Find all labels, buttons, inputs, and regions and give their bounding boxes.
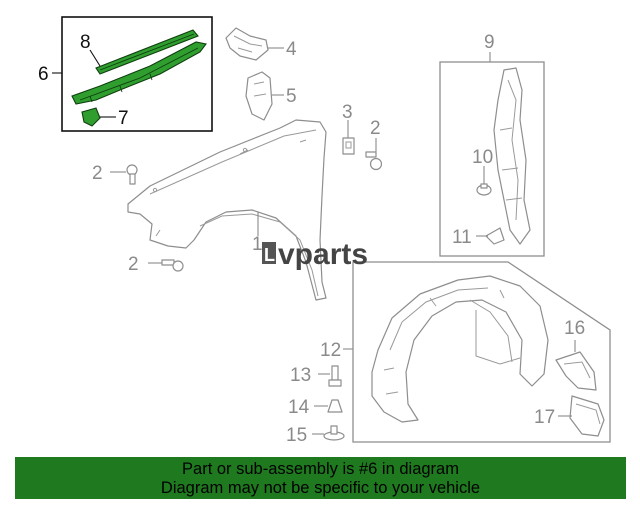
callout-14[interactable]: 14 xyxy=(288,397,310,418)
part-3-clip-plate[interactable] xyxy=(342,137,355,155)
part-6-fender-rail[interactable] xyxy=(71,41,207,105)
callout-13[interactable]: 13 xyxy=(290,365,311,386)
callout-17[interactable]: 17 xyxy=(534,407,555,428)
info-banner: Part or sub-assembly is #6 in diagram Di… xyxy=(15,457,626,499)
callout-1[interactable]: 1 xyxy=(252,234,263,255)
callout-2a[interactable]: 2 xyxy=(92,163,103,184)
part-9-pillar-bracket[interactable] xyxy=(493,67,531,245)
part-11-clip[interactable] xyxy=(485,227,505,245)
watermark-brand: vparts xyxy=(278,238,368,271)
callout-12[interactable]: 12 xyxy=(320,340,341,361)
part-2-bolt-lower[interactable] xyxy=(161,259,184,272)
callout-4[interactable]: 4 xyxy=(286,39,297,60)
part-14-clip[interactable] xyxy=(327,399,343,413)
part-16-splash-shield[interactable] xyxy=(555,351,597,391)
part-12-fender-liner[interactable] xyxy=(371,275,549,423)
callout-2b[interactable]: 2 xyxy=(128,254,139,275)
highlight-frame-6 xyxy=(61,16,213,132)
callout-8[interactable]: 8 xyxy=(80,32,91,53)
part-10-clip[interactable] xyxy=(476,183,492,196)
part-5-insulator[interactable] xyxy=(245,71,273,121)
part-4-bracket[interactable] xyxy=(225,27,269,61)
group-frame-9 xyxy=(439,61,545,257)
banner-line-1: Part or sub-assembly is #6 in diagram xyxy=(182,460,459,478)
callout-6[interactable]: 6 xyxy=(38,64,49,85)
callout-7[interactable]: 7 xyxy=(118,108,129,129)
part-17-cover[interactable] xyxy=(569,395,605,437)
callout-10[interactable]: 10 xyxy=(472,147,493,168)
part-7-clip[interactable] xyxy=(81,107,101,127)
part-13-bolt[interactable] xyxy=(328,365,342,387)
group-frame-12 xyxy=(352,261,611,443)
callout-5[interactable]: 5 xyxy=(286,86,297,107)
callout-9[interactable]: 9 xyxy=(484,32,495,53)
part-1-front-fender[interactable] xyxy=(127,119,327,301)
leader-8 xyxy=(89,49,101,67)
callout-15[interactable]: 15 xyxy=(286,425,307,446)
part-2-bolt-upper[interactable] xyxy=(126,164,138,185)
part-8-seal-strip[interactable] xyxy=(95,29,199,75)
vparts-watermark: L vparts xyxy=(262,238,368,271)
part-15-clip[interactable] xyxy=(323,425,345,441)
callout-16[interactable]: 16 xyxy=(564,318,585,339)
callout-2c[interactable]: 2 xyxy=(370,118,381,139)
callout-3[interactable]: 3 xyxy=(342,102,353,123)
banner-line-2: Diagram may not be specific to your vehi… xyxy=(160,479,481,497)
watermark-logo-letter: L xyxy=(264,245,275,265)
part-2-bolt-right[interactable] xyxy=(365,151,383,171)
callout-11[interactable]: 11 xyxy=(452,227,472,248)
